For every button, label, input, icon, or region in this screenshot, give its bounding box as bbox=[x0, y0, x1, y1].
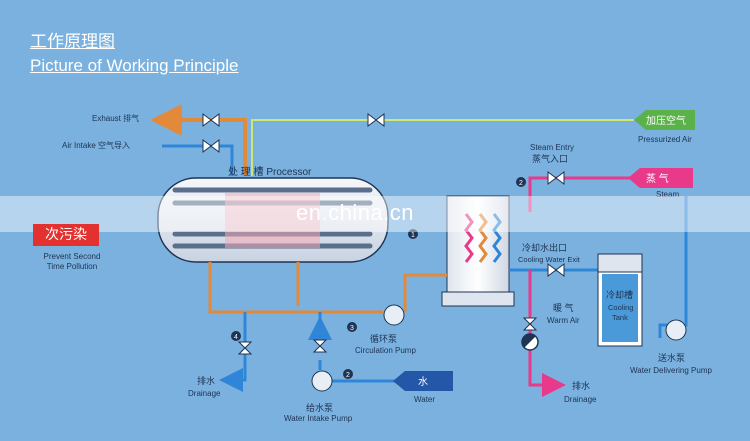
title-chinese: 工作原理图 bbox=[30, 32, 115, 52]
cooling-tank-en-1: Cooling bbox=[608, 303, 633, 312]
steam-entry-cn: 蒸气入口 bbox=[532, 153, 568, 164]
cooling-water-valve bbox=[547, 263, 565, 277]
heat-exchanger bbox=[441, 195, 515, 307]
water-intake-pump-en: Water Intake Pump bbox=[284, 414, 353, 423]
right-drainage-pipe bbox=[528, 270, 566, 397]
water-en: Water bbox=[414, 395, 435, 404]
warm-air-cn: 暖 气 bbox=[553, 302, 574, 313]
pollution-badge: 次污染 bbox=[33, 224, 99, 246]
watermark-text: en.china.cn bbox=[296, 200, 415, 225]
pressurized-air-en: Pressurized Air bbox=[638, 135, 692, 144]
drainage-right-cn: 排水 bbox=[572, 380, 590, 391]
water-intake-valve bbox=[312, 339, 328, 353]
pressurized-air-valve bbox=[367, 113, 385, 127]
air-intake-valve bbox=[202, 139, 220, 153]
pressurized-air-tag bbox=[634, 110, 695, 130]
svg-text:2: 2 bbox=[346, 372, 350, 379]
water-tag bbox=[393, 371, 453, 391]
steam-tag bbox=[628, 168, 693, 188]
step-marker-5: 2 bbox=[343, 369, 353, 379]
delivering-pump-en: Water Delivering Pump bbox=[630, 366, 713, 375]
drainage-left-en: Drainage bbox=[188, 389, 221, 398]
exhaust-pipe bbox=[150, 104, 247, 176]
processor-label: 处 理 槽 Processor bbox=[228, 165, 312, 178]
svg-text:3: 3 bbox=[350, 325, 354, 332]
cooling-tank bbox=[597, 253, 643, 347]
cooling-water-exit-cn: 冷却水出口 bbox=[522, 242, 567, 253]
delivering-pump-cn: 送水泵 bbox=[658, 352, 685, 363]
water-cn: 水 bbox=[418, 376, 428, 388]
step-marker-4: 4 bbox=[231, 331, 241, 341]
cooling-tank-cn: 冷却槽 bbox=[606, 289, 633, 300]
step-marker-1: 2 bbox=[516, 177, 526, 187]
steam-cn: 蒸 气 bbox=[646, 172, 669, 185]
water-intake-pump-cn: 给水泵 bbox=[306, 402, 333, 413]
warm-air-en: Warm Air bbox=[547, 316, 580, 325]
pressurized-air-cn: 加压空气 bbox=[646, 114, 686, 127]
drainage-left-cn: 排水 bbox=[197, 375, 215, 386]
svg-text:4: 4 bbox=[234, 334, 238, 341]
cooling-tank-en-2: Tank bbox=[612, 313, 628, 322]
delivering-pump-icon bbox=[665, 319, 687, 341]
title-english: Picture of Working Principle bbox=[30, 56, 239, 75]
exhaust-label: Exhaust 排气 bbox=[92, 113, 139, 123]
steam-en: Steam bbox=[656, 190, 679, 199]
left-drainage-pipe bbox=[219, 312, 247, 392]
steam-entry-en: Steam Entry bbox=[530, 143, 574, 152]
exhaust-valve bbox=[202, 113, 220, 127]
pollution-caption-line-1: Prevent Second bbox=[43, 252, 101, 261]
processor-tank bbox=[157, 177, 389, 263]
pollution-caption-line-2: Time Pollution bbox=[46, 262, 98, 271]
air-intake-label: Air Intake 空气导入 bbox=[62, 140, 130, 150]
watermark-band bbox=[0, 196, 750, 232]
svg-text:1: 1 bbox=[411, 232, 415, 239]
steam-pipe bbox=[528, 176, 634, 212]
cooling-water-exit-en: Cooling Water Exit bbox=[518, 255, 581, 264]
warm-air-gauge-icon bbox=[521, 333, 539, 351]
drainage-right-en: Drainage bbox=[564, 395, 597, 404]
svg-text:2: 2 bbox=[519, 180, 523, 187]
step-marker-3: 3 bbox=[347, 322, 357, 332]
steam-valve bbox=[547, 171, 565, 185]
air-intake-pipe bbox=[162, 144, 234, 176]
water-intake-pump-icon bbox=[311, 370, 333, 392]
circulation-pump-cn: 循环泵 bbox=[370, 333, 397, 344]
circulation-pipe bbox=[208, 262, 447, 314]
pressurized-air-pipe bbox=[251, 119, 634, 176]
left-drainage-valve bbox=[237, 341, 253, 355]
circulation-pump-icon bbox=[383, 304, 405, 326]
circulation-pump-en: Circulation Pump bbox=[355, 346, 416, 355]
pollution-caption: Prevent Second Time Pollution bbox=[30, 252, 114, 272]
warm-air-valve bbox=[522, 317, 538, 331]
step-marker-2: 1 bbox=[408, 229, 418, 239]
